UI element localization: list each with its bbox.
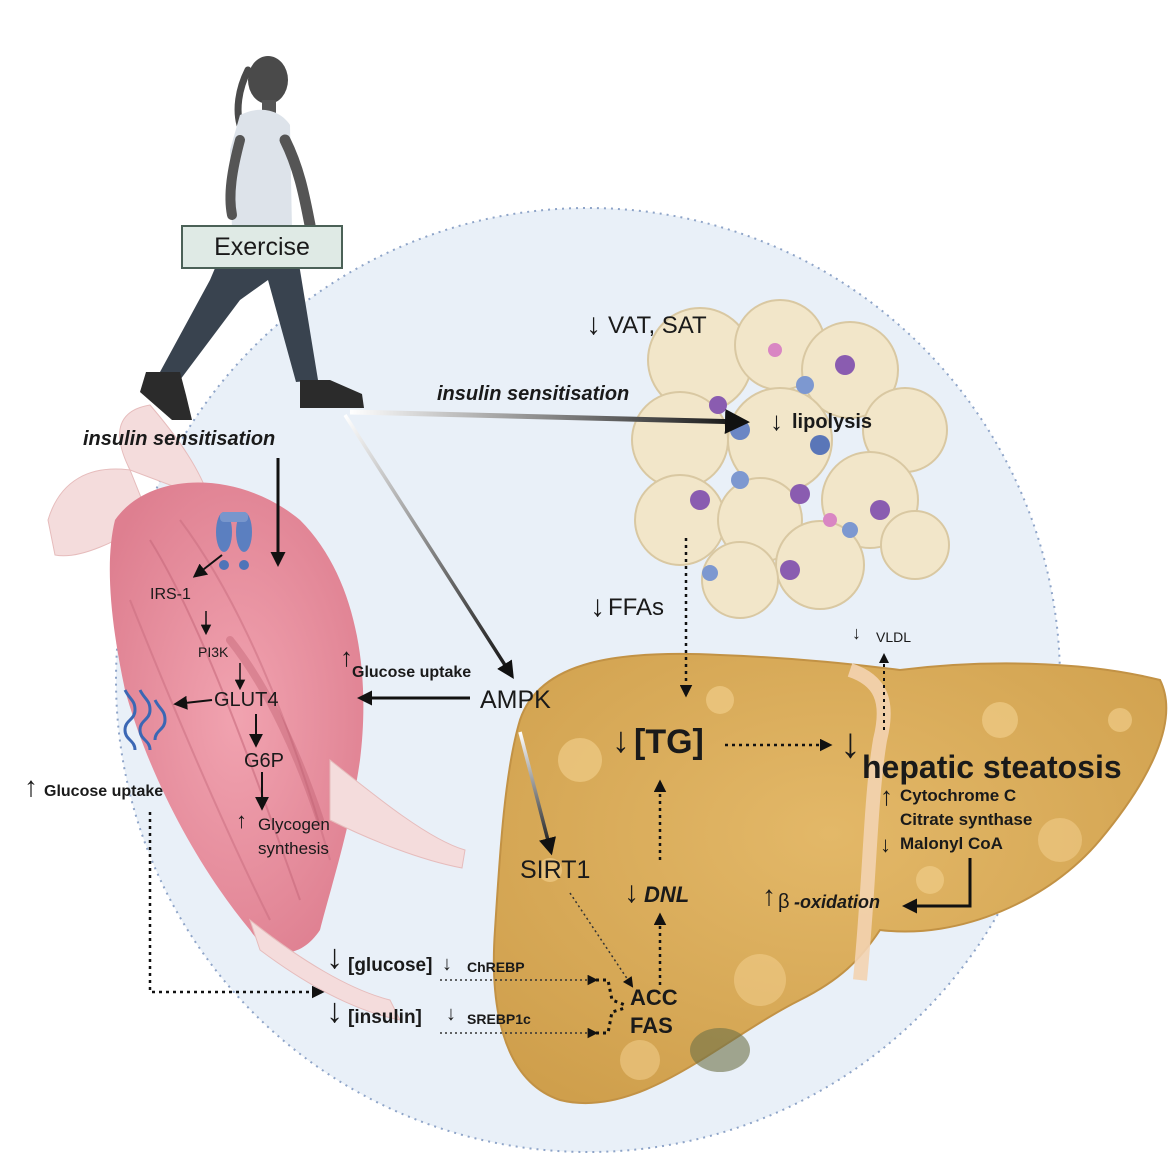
exercise-box: Exercise: [181, 225, 343, 269]
vldl-down-arrow: ↓: [852, 623, 861, 643]
malonyl-down-arrow: ↓: [880, 832, 891, 857]
glut4-transporter-icon: [123, 689, 167, 751]
glucose-uptake-left-label: Glucose uptake: [44, 783, 164, 800]
cytochrome-c-label: Cytochrome C: [900, 786, 1017, 805]
srebp1c-label: SREBP1c: [467, 1011, 531, 1027]
glucose-uptake-muscle-up-arrow: ↑: [340, 642, 353, 672]
dnl-label: DNL: [644, 882, 690, 907]
sirt1-label: SIRT1: [520, 856, 591, 884]
lipolysis-down-arrow: ↓: [770, 406, 783, 436]
glucose-uptake-muscle-label: Glucose uptake: [352, 664, 472, 681]
beta-symbol: β: [778, 891, 790, 913]
beta-oxidation-up-arrow: ↑: [762, 880, 776, 911]
ffas-label: FFAs: [608, 594, 665, 621]
chrebp-label: ChREBP: [467, 959, 525, 975]
vldl-label: VLDL: [876, 629, 912, 645]
insulin-sensitisation-fat-label: insulin sensitisation: [437, 383, 630, 405]
insulin-receptor-icon: [216, 512, 252, 570]
liver-icon: [492, 652, 1168, 1105]
muscle-icon: [47, 404, 466, 1021]
insulin-conc-label: [insulin]: [348, 1007, 422, 1028]
acc-label: ACC: [630, 985, 678, 1010]
glycogen-up-arrow: ↑: [236, 808, 247, 833]
pi3k-label: PI3K: [198, 644, 229, 660]
fas-label: FAS: [630, 1013, 673, 1038]
citrate-synthase-label: Citrate synthase: [900, 810, 1033, 829]
synthesis-label: synthesis: [258, 839, 329, 858]
g6p-label: G6P: [244, 750, 285, 772]
glycogen-label: Glycogen: [258, 815, 330, 834]
insulin-conc-down-arrow: ↓: [326, 992, 343, 1030]
cytochrome-up-arrow: ↑: [880, 781, 893, 811]
oxidation-label: -oxidation: [794, 892, 880, 912]
hepatic-steatosis-label: hepatic steatosis: [862, 749, 1122, 785]
chrebp-down-arrow: ↓: [442, 953, 452, 975]
ffas-down-arrow: ↓: [590, 590, 605, 623]
insulin-sensitisation-muscle-label: insulin sensitisation: [83, 428, 276, 450]
irs1-label: IRS-1: [150, 586, 191, 603]
lipolysis-label: lipolysis: [792, 411, 873, 433]
ampk-label: AMPK: [480, 686, 551, 714]
malonyl-coa-label: Malonyl CoA: [900, 834, 1003, 853]
exercise-label: Exercise: [214, 232, 310, 261]
glucose-conc-label: [glucose]: [348, 955, 433, 976]
srebp1c-down-arrow: ↓: [446, 1003, 456, 1025]
hepatic-steatosis-down-arrow: ↓: [840, 719, 861, 766]
tg-down-arrow: ↓: [612, 719, 630, 760]
vat-sat-down-arrow: ↓: [586, 308, 601, 341]
dnl-down-arrow: ↓: [624, 876, 639, 909]
glucose-conc-down-arrow: ↓: [326, 938, 343, 976]
adipose-tissue-icon: [631, 299, 950, 619]
vat-sat-label: VAT, SAT: [608, 312, 707, 339]
glucose-uptake-left-up-arrow: ↑: [24, 771, 38, 802]
glut4-label: GLUT4: [214, 689, 279, 711]
tg-label: [TG]: [634, 723, 704, 761]
